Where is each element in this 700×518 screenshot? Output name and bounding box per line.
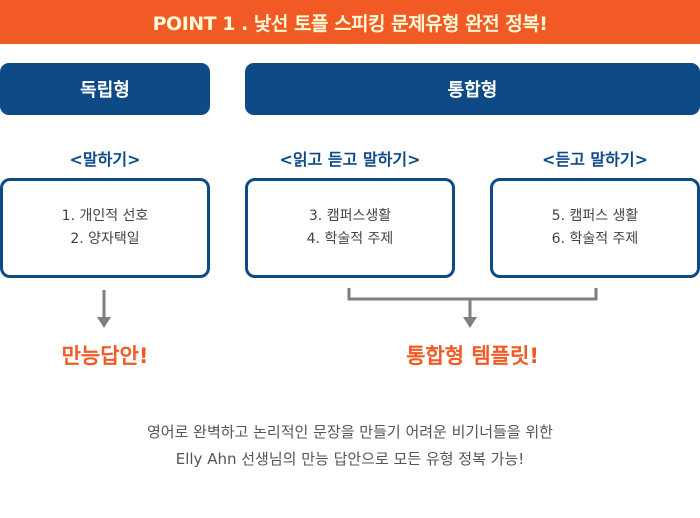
task-item: 2. 양자택일 [70, 231, 140, 247]
description-line-1: 영어로 완벽하고 논리적인 문장을 만들기 어려운 비기너들을 위한 [147, 423, 553, 441]
task-item: 6. 학술적 주제 [551, 231, 639, 247]
result-all-purpose-answer: 만능답안! [61, 344, 149, 368]
integrated-bracket [347, 288, 598, 318]
section-heading-read-listen-speak: <읽고 듣고 말하기> [279, 150, 421, 169]
task-box-independent: 1. 개인적 선호 2. 양자택일 [0, 178, 210, 278]
result-integrated-template: 통합형 템플릿! [406, 344, 539, 368]
independent-arrowhead [97, 317, 111, 328]
independent-type-label: 독립형 [0, 63, 210, 115]
task-item: 4. 학술적 주제 [306, 231, 394, 247]
task-item: 5. 캠퍼스 생활 [551, 208, 639, 224]
task-item: 3. 캠퍼스생활 [308, 208, 392, 224]
integrated-arrowhead [463, 317, 477, 328]
integrated-type-label: 통합형 [245, 63, 700, 115]
task-box-listen-speak: 5. 캠퍼스 생활 6. 학술적 주제 [490, 178, 700, 278]
section-heading-speaking: <말하기> [69, 150, 141, 169]
task-box-read-listen-speak: 3. 캠퍼스생활 4. 학술적 주제 [245, 178, 455, 278]
description-line-2: Elly Ahn 선생님의 만능 답안으로 모든 유형 정복 가능! [175, 450, 525, 468]
task-item: 1. 개인적 선호 [61, 208, 149, 224]
banner-title: POINT 1 . 낯선 토플 스피킹 문제유형 완전 정복! [0, 0, 700, 44]
section-heading-listen-speak: <듣고 말하기> [542, 150, 648, 169]
